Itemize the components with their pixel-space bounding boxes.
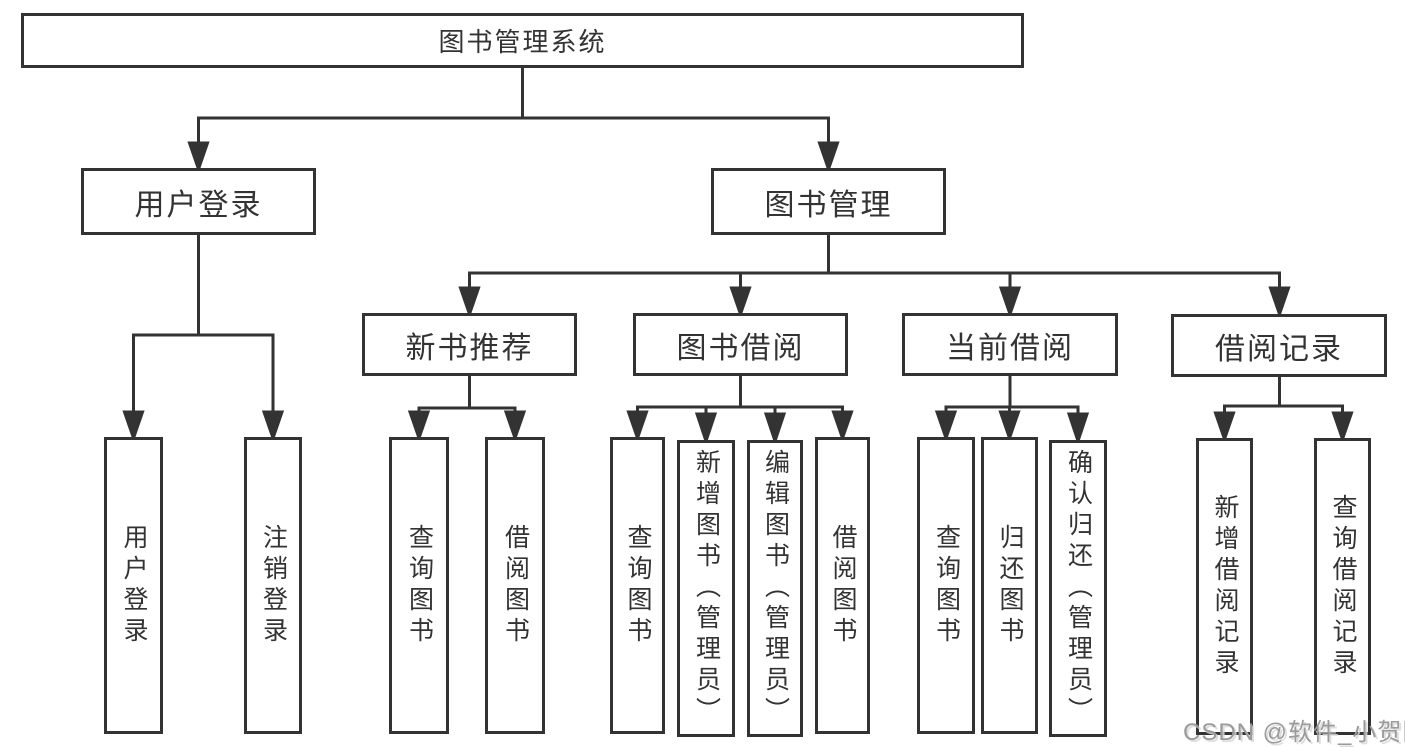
leaf-return-books: 归还图书 <box>981 437 1038 734</box>
leaf-confirm-return-admin: 确认归还（管理员） <box>1049 440 1107 737</box>
watermark: CSDN @软件_小贺同学 <box>1183 719 1405 746</box>
leaf-add-books-admin: 新增图书（管理员） <box>677 440 735 737</box>
leaf-recommend-query-books: 查询图书 <box>389 437 449 734</box>
leaf-borrowing-query-books: 查询图书 <box>610 437 665 734</box>
leaf-query-borrow-record: 查询借阅记录 <box>1314 438 1371 735</box>
leaf-add-borrow-record: 新增借阅记录 <box>1196 438 1253 735</box>
node-root-system: 图书管理系统 <box>21 13 1024 68</box>
node-book-management: 图书管理 <box>711 168 946 235</box>
node-book-borrowing: 图书借阅 <box>633 313 848 376</box>
leaf-current-query-books: 查询图书 <box>917 437 975 734</box>
leaf-user-login: 用户登录 <box>104 437 163 734</box>
node-new-book-recommend: 新书推荐 <box>362 313 577 376</box>
leaf-logout-login: 注销登录 <box>244 437 302 734</box>
leaf-borrowing-borrow-books: 借阅图书 <box>815 437 870 734</box>
node-current-borrowing: 当前借阅 <box>902 313 1118 376</box>
node-borrowing-records: 借阅记录 <box>1171 314 1387 377</box>
leaf-edit-books-admin: 编辑图书（管理员） <box>747 440 803 737</box>
node-user-login: 用户登录 <box>81 168 316 235</box>
leaf-recommend-borrow-books: 借阅图书 <box>485 437 545 734</box>
